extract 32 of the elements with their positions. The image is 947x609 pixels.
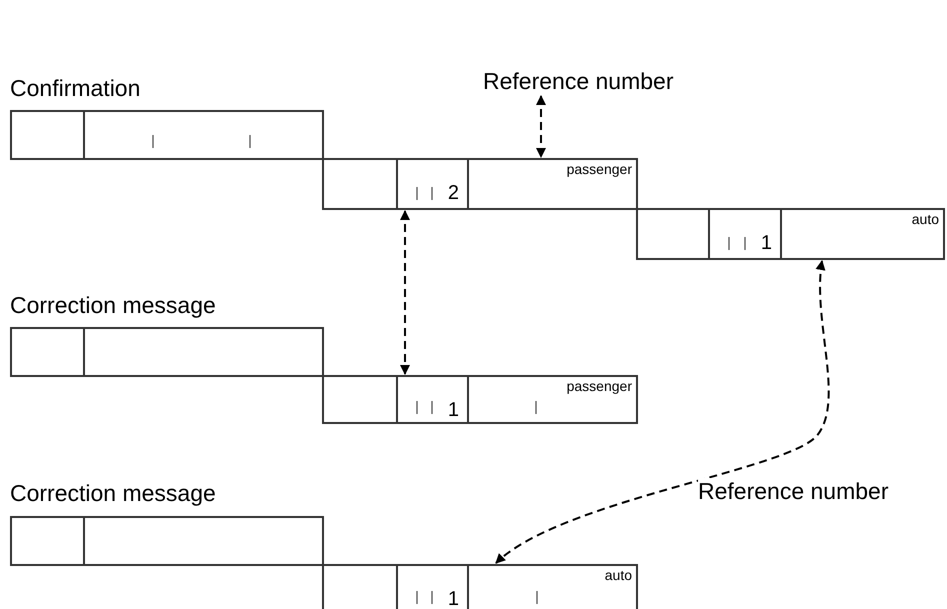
- callout-text: Reference number: [483, 68, 674, 95]
- field-label: passenger: [566, 378, 632, 394]
- field-cell: [467, 375, 638, 424]
- message-heading: Correction message: [10, 480, 216, 507]
- message-heading: Correction message: [10, 292, 216, 319]
- field-cell: [396, 375, 469, 424]
- dashed-arrow: [400, 210, 410, 375]
- field-cell: [467, 564, 638, 609]
- field-value: 1: [448, 588, 459, 609]
- empty-cell: [322, 158, 398, 210]
- field-cell: [708, 208, 782, 260]
- empty-cell: [83, 110, 324, 160]
- field-cell: [467, 158, 638, 210]
- field-value: 1: [760, 232, 772, 254]
- empty-cell: [636, 208, 710, 260]
- field-value: 1: [448, 399, 459, 421]
- message-heading: Confirmation: [10, 75, 140, 102]
- field-cell: [780, 208, 945, 260]
- empty-cell: [83, 327, 324, 377]
- field-label: auto: [912, 211, 939, 227]
- empty-cell: [10, 327, 85, 377]
- dashed-arrow: [495, 260, 830, 564]
- empty-cell: [83, 516, 324, 566]
- empty-cell: [322, 564, 398, 609]
- dashed-arrow: [536, 95, 546, 158]
- empty-cell: [322, 375, 398, 424]
- empty-cell: [10, 110, 85, 160]
- field-cell: [396, 158, 469, 210]
- field-label: auto: [604, 567, 632, 583]
- empty-cell: [10, 516, 85, 566]
- field-label: passenger: [566, 161, 632, 177]
- field-value: 2: [448, 182, 459, 204]
